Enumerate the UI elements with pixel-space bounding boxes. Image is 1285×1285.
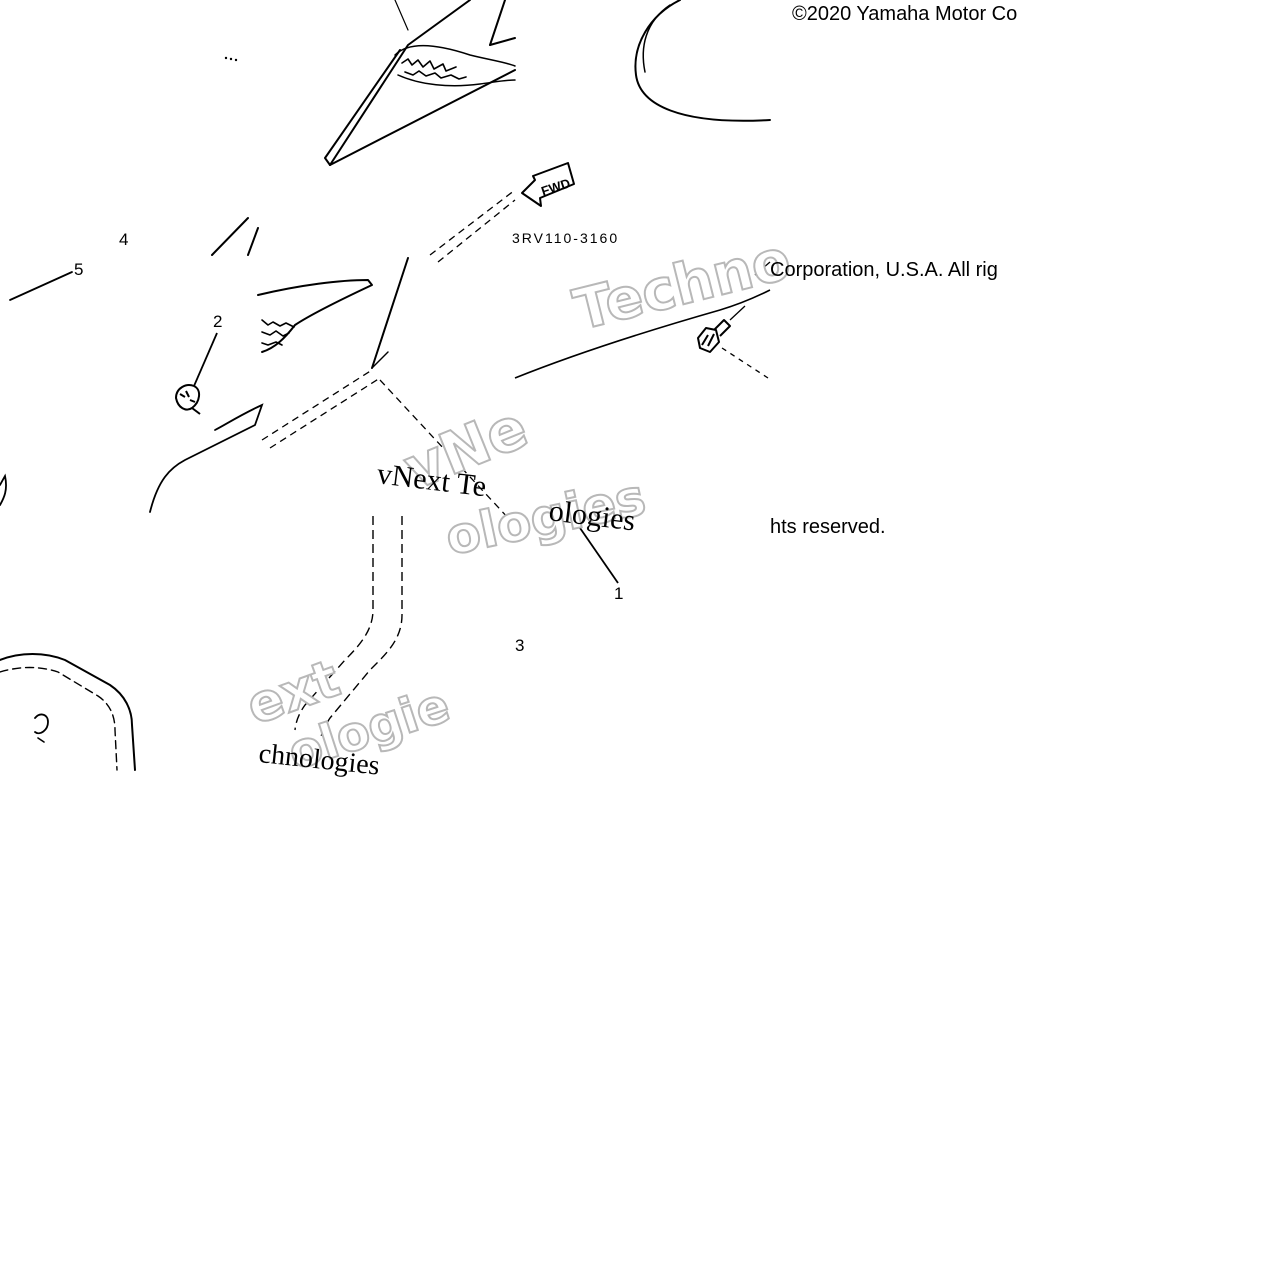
copyright-line-2: Corporation, U.S.A. All rig — [770, 260, 998, 280]
bolt-icon — [697, 319, 731, 353]
bolt-dashed-leader — [721, 347, 769, 379]
bolt-leader-top — [729, 261, 771, 321]
frame-dashed-part — [294, 516, 403, 741]
dashed-guide-lines — [261, 189, 516, 521]
ellipsis-marks — [224, 56, 238, 62]
seat-cushion-part — [0, 653, 136, 771]
tank-cover-part — [324, 0, 516, 166]
side-panel-part — [211, 217, 409, 369]
callout-1: 1 — [614, 584, 623, 603]
callout-3: 3 — [515, 636, 524, 655]
fender-part — [634, 0, 771, 122]
lower-body-part — [0, 271, 264, 513]
copyright-line-3: hts reserved. — [770, 517, 886, 537]
watermark-vnext-lower: ext — [239, 649, 348, 737]
leader-line-1 — [579, 527, 619, 584]
callout-2: 2 — [213, 312, 222, 331]
cable-line — [514, 289, 771, 379]
callout-5: 5 — [74, 260, 83, 279]
part-code: 3RV110-3160 — [512, 230, 619, 246]
callout-4: 4 — [119, 230, 128, 249]
fwd-arrow-sticker: FWD — [521, 162, 575, 207]
screw-icon — [174, 384, 201, 415]
leader-line-2 — [193, 332, 218, 387]
copyright-line-1: ©2020 Yamaha Motor Co — [792, 4, 1018, 24]
